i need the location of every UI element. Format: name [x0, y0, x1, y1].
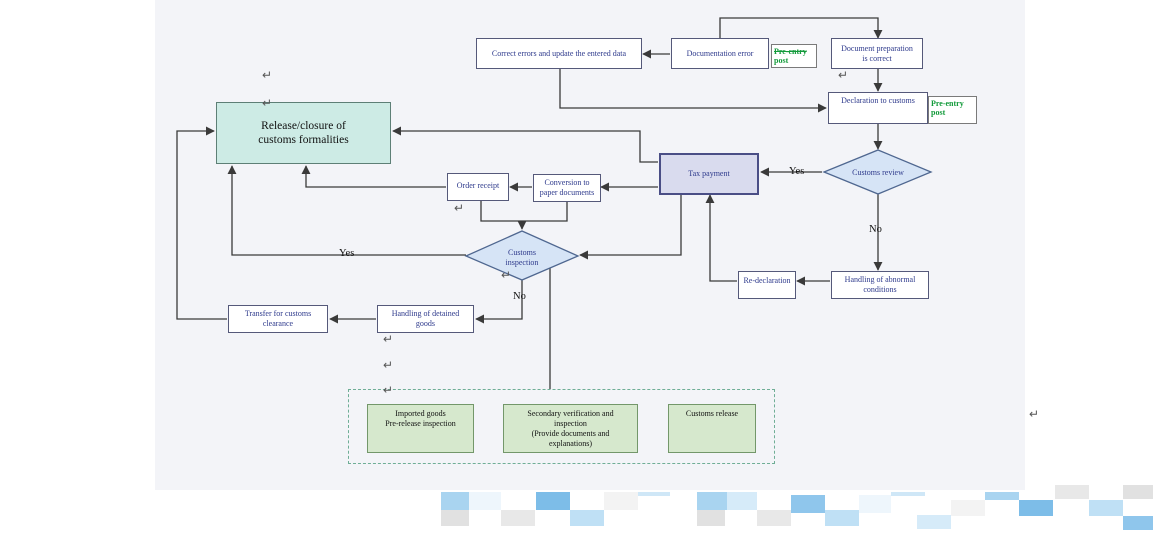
arrow-correct-to-declaration	[559, 68, 827, 113]
paragraph-mark: ↵	[454, 201, 465, 215]
decor-tile	[1089, 500, 1123, 516]
arrow-inspection-yes	[227, 165, 466, 256]
pre-entry-note-2-line2: post	[931, 108, 946, 117]
node-declaration: Declaration to customs	[828, 92, 928, 124]
decor-tile	[757, 510, 791, 526]
node-tax-payment: Tax payment	[659, 153, 759, 195]
pre-entry-note-1: Pre-entry post	[771, 44, 817, 68]
label-yes-inspection: Yes	[339, 248, 355, 259]
decor-tile	[1123, 516, 1153, 530]
arrow-tax-to-inspection	[579, 195, 682, 260]
node-customs-release: Customs release	[668, 404, 756, 453]
node-document-prep-correct: Document preparation is correct	[831, 38, 923, 69]
decor-tile	[536, 492, 570, 510]
decor-tile	[501, 510, 535, 526]
arrow-inspection-no	[475, 280, 523, 324]
decor-tile	[951, 500, 985, 516]
decor-tile	[1019, 500, 1053, 516]
node-handling-abnormal: Handling of abnormal conditions	[831, 271, 929, 299]
paragraph-mark: ↵	[383, 358, 394, 372]
pre-entry-note-2-line1: Pre-entry	[931, 99, 964, 108]
paragraph-mark: ↵	[383, 383, 394, 397]
node-release: Release/closure of customs formalities	[216, 102, 391, 164]
node-conversion: Conversion to paper documents	[533, 174, 601, 202]
paragraph-mark: ↵	[262, 68, 273, 82]
label-no-review: No	[869, 224, 882, 235]
pre-entry-note-2: Pre-entry post	[928, 96, 977, 124]
paragraph-mark: ↵	[383, 332, 394, 346]
node-order-receipt: Order receipt	[447, 173, 509, 201]
decor-tile	[441, 492, 469, 510]
node-transfer-clearance: Transfer for customs clearance	[228, 305, 328, 333]
decor-tile	[697, 492, 727, 510]
decision-customs-inspection	[464, 230, 580, 281]
arrow-transfer-to-release	[176, 126, 227, 320]
decor-tile	[985, 492, 1019, 500]
node-secondary-verification: Secondary verification and inspection (P…	[503, 404, 638, 453]
decision-customs-review	[822, 149, 933, 195]
arrow-order-conversion-to-inspection	[480, 201, 568, 229]
decor-tile	[604, 492, 638, 510]
label-yes-tax: Yes	[789, 166, 805, 177]
decor-tile	[441, 510, 469, 526]
paragraph-mark: ↵	[838, 68, 849, 82]
decor-tile	[727, 492, 757, 510]
node-documentation-error: Documentation error	[671, 38, 769, 69]
node-imported-goods: Imported goods Pre-release inspection	[367, 404, 474, 453]
pre-entry-note-1-line2: post	[774, 56, 789, 65]
paragraph-mark: ↵	[1029, 407, 1040, 421]
decision-customs-inspection-label-2: inspection	[506, 258, 539, 267]
decor-tile	[1123, 485, 1153, 499]
arrow-top-loop	[719, 17, 883, 40]
decor-tile	[917, 515, 951, 529]
paragraph-mark: ↵	[262, 96, 273, 110]
node-re-declaration: Re-declaration	[738, 271, 796, 299]
decision-customs-review-label: Customs review	[852, 168, 904, 177]
node-handling-detained: Handling of detained goods	[377, 305, 474, 333]
decision-customs-inspection-label-1: Customs	[508, 248, 536, 257]
decor-tile	[638, 492, 670, 496]
decor-tile	[1055, 485, 1089, 499]
node-correct-errors: Correct errors and update the entered da…	[476, 38, 642, 69]
label-no-inspection: No	[513, 291, 526, 302]
decor-tile	[697, 510, 725, 526]
arrow-tax-to-release	[392, 126, 658, 163]
paragraph-mark: ↵	[501, 268, 512, 282]
decor-tile	[791, 495, 825, 513]
arrow-order-to-release	[301, 165, 446, 188]
arrow-redeclaration-to-tax	[705, 194, 737, 282]
decor-tile	[891, 492, 925, 496]
decor-tile	[570, 510, 604, 526]
pre-entry-note-1-line1: Pre-entry	[774, 47, 807, 56]
decor-tile	[469, 492, 501, 510]
decor-tile	[825, 510, 859, 526]
decor-tile	[859, 495, 891, 513]
